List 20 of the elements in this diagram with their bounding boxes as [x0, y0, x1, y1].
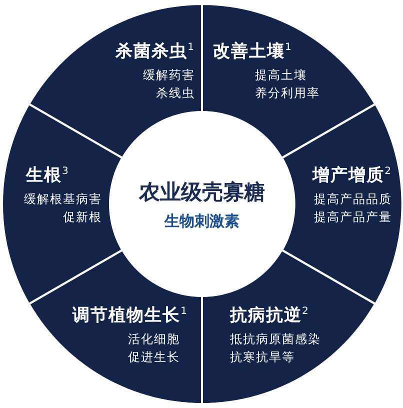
segment-heading: 杀菌杀虫$^{1}$: [116, 40, 195, 62]
segment-description: 活化细胞促进生长: [126, 330, 180, 366]
sector-segment: [28, 250, 202, 404]
sector-segment: [282, 104, 402, 304]
segment-heading: 调节植物生长$^{1}$: [72, 304, 188, 326]
segment-description: 缓解根基病害促新根: [23, 190, 102, 226]
center-subtitle: 生物刺激素: [164, 212, 240, 230]
segment-description: 缓解药害杀线虫: [142, 66, 195, 102]
segment-description: 提高土壤养分利用率: [255, 66, 321, 102]
segment-description: 提高产品品质提高产品产量: [312, 190, 392, 226]
sector-segment: [202, 250, 376, 404]
segment-heading: 改善土壤$^{1}$: [213, 40, 294, 62]
segment-heading: 增产增质$^{2}$: [312, 164, 392, 186]
segment-heading: 生根$^{3}$: [26, 164, 70, 186]
sector-segment: [2, 104, 122, 304]
center-title: 农业级壳寡糖: [139, 178, 265, 206]
segment-heading: 抗病抗逆$^{2}$: [230, 304, 310, 326]
segment-description: 抵抗病原菌感染抗寒抗旱等: [230, 330, 322, 366]
sector-segment: [28, 4, 202, 158]
sector-segment: [202, 4, 376, 158]
